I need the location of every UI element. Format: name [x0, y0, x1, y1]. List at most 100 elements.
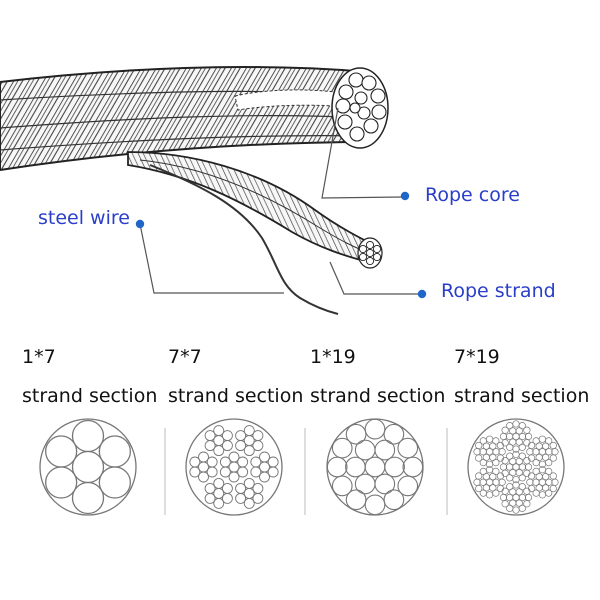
- steel-wire-circle: [489, 442, 497, 450]
- section-label: strand section: [168, 385, 304, 407]
- steel-wire-circle: [243, 445, 255, 457]
- steel-wire-circle: [235, 482, 247, 494]
- main-rope: [0, 66, 374, 172]
- steel-wire-circle: [532, 467, 540, 475]
- steel-wire-circle: [524, 432, 533, 441]
- steel-wire-circle: [221, 430, 233, 442]
- steel-wire-circle: [538, 491, 547, 499]
- steel-wire-circle: [498, 478, 506, 486]
- section-label: strand section: [454, 385, 590, 407]
- rope-strand-leader-line: [329, 261, 420, 295]
- steel-wire-circle: [204, 482, 216, 494]
- steel-wire-circle: [402, 456, 424, 478]
- steel-wire-circle: [235, 440, 247, 452]
- steel-wire-circle: [549, 454, 557, 462]
- steel-wire-circle: [198, 451, 209, 463]
- steel-wire-circle: [259, 471, 270, 483]
- steel-wire-circle: [509, 469, 517, 477]
- steel-wire-circle: [515, 427, 523, 435]
- section-type: 1*19: [310, 346, 356, 368]
- steel-wire-circle: [228, 451, 240, 463]
- steel-wire-circle: [243, 497, 255, 509]
- rope-core-label: Rope core: [425, 184, 520, 206]
- section-label: strand section: [310, 385, 446, 407]
- section-label: strand section: [22, 385, 158, 407]
- steel-wire-circle: [526, 448, 534, 456]
- steel-wire-circle: [549, 472, 557, 480]
- steel-wire-circle: [509, 499, 517, 507]
- steel-wire-circle: [485, 491, 494, 499]
- rope-end-section: [331, 67, 389, 149]
- steel-wire-circle: [535, 484, 543, 492]
- steel-wire-circle: [545, 467, 553, 475]
- steel-wire-circle: [71, 481, 105, 515]
- steel-wire-circle: [489, 473, 497, 481]
- steel-wire-circle: [473, 448, 481, 456]
- steel-wire-circle: [492, 459, 500, 467]
- steel-wire-circle: [501, 500, 509, 508]
- steel-wire-circle: [213, 445, 225, 457]
- steel-wire-circle: [496, 454, 505, 462]
- steel-wire-circle: [501, 426, 509, 434]
- steel-wire-circle: [523, 426, 531, 434]
- steel-wire-circle: [532, 437, 540, 445]
- steel-wire-circle: [485, 435, 494, 443]
- steel-wire-circle: [189, 456, 201, 468]
- steel-wire-circle: [475, 441, 483, 450]
- steel-wire-circle: [354, 439, 376, 461]
- steel-wire-circle: [515, 457, 523, 465]
- steel-wire-circle: [243, 425, 255, 437]
- steel-wire-circle: [479, 489, 487, 497]
- section-title-2: 7*7 strand section: [168, 344, 303, 410]
- steel-wire-circle: [475, 484, 483, 493]
- steel-wire-circle: [506, 504, 514, 512]
- steel-wire-circle: [505, 493, 514, 502]
- steel-wire-circle: [198, 471, 209, 483]
- steel-wire-circle: [383, 423, 405, 445]
- steel-wire-circle: [243, 477, 255, 489]
- section-type: 7*19: [454, 346, 500, 368]
- steel-wire-circle: [532, 478, 540, 486]
- steel-wire-circle: [479, 437, 487, 445]
- steel-wire-circle: [45, 466, 78, 499]
- steel-wire-circle: [506, 474, 514, 482]
- steel-wire-circle: [259, 451, 270, 463]
- section-title-4: 7*19 strand section: [454, 344, 589, 410]
- steel-wire-circle: [213, 425, 225, 437]
- steel-wire-circle: [506, 452, 514, 460]
- steel-wire-circle: [506, 483, 514, 491]
- steel-wire-circle: [509, 438, 517, 446]
- separated-strand: [127, 151, 382, 264]
- steel-wire-circle: [98, 435, 131, 468]
- steel-wire-circle: [551, 478, 559, 486]
- steel-wire-circle: [267, 456, 279, 468]
- steel-wire-circle: [506, 443, 514, 451]
- steel-wire-circle: [527, 441, 536, 450]
- steel-wire-circle: [506, 422, 514, 430]
- steel-wire-circle: [527, 484, 536, 493]
- steel-wire-circle: [532, 448, 540, 456]
- steel-wire-circle: [221, 482, 233, 494]
- section-diagram-1x19: [326, 418, 424, 516]
- steel-wire-circle: [523, 487, 531, 495]
- steel-wire-circle: [204, 492, 216, 504]
- steel-wire-circle: [374, 439, 396, 461]
- steel-wire-circle: [518, 474, 526, 482]
- steel-wire-circle: [331, 475, 353, 497]
- steel-wire-circle: [527, 454, 536, 462]
- steel-wire-circle: [71, 419, 105, 453]
- steel-wire-circle: [501, 439, 509, 447]
- steel-wire-circle: [545, 489, 553, 497]
- steel-wire-circle: [482, 484, 490, 492]
- steel-wire-circle: [526, 478, 534, 486]
- steel-wire-circle: [204, 430, 216, 442]
- steel-wire-circle: [228, 471, 240, 483]
- steel-wire-leader-line: [139, 223, 284, 294]
- steel-wire-circle: [345, 489, 367, 511]
- steel-wire-circle: [189, 466, 201, 478]
- steel-wire-circle: [524, 493, 533, 502]
- steel-wire-circle: [364, 456, 386, 478]
- steel-wire-circle: [523, 457, 531, 465]
- steel-wire-circle: [383, 489, 405, 511]
